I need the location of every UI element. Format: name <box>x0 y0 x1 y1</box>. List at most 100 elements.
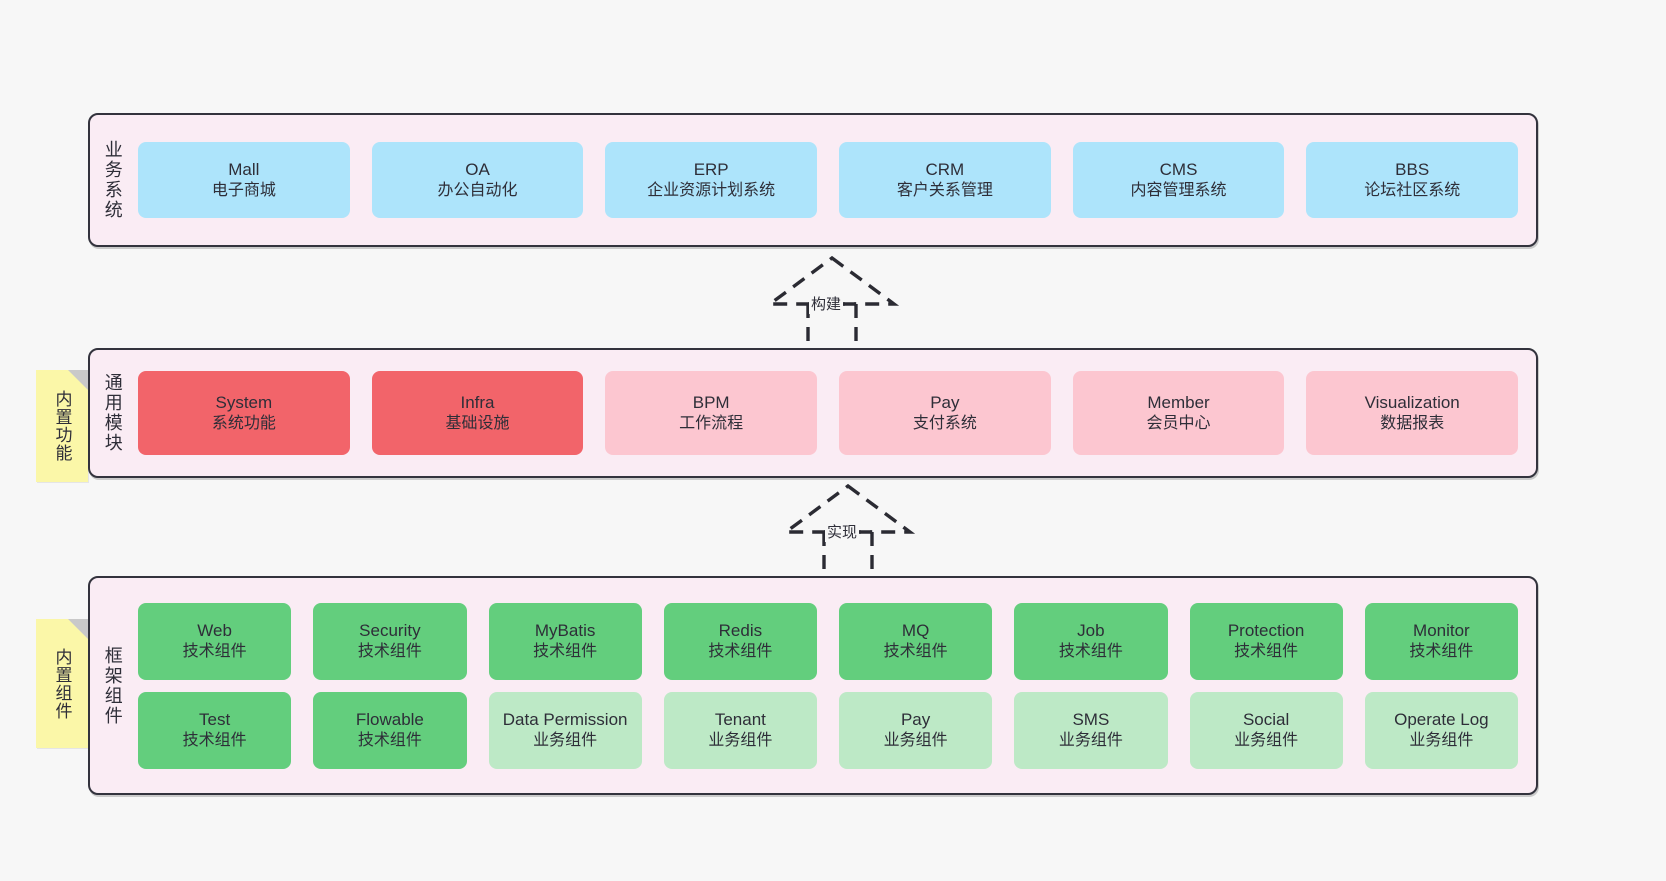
module-box-member[interactable]: Member 会员中心 <box>1072 371 1285 455</box>
module-subtitle: 技术组件 <box>182 642 247 660</box>
module-box-crm[interactable]: CRM 客户关系管理 <box>839 142 1051 218</box>
layer-title-framework-components: 框架组件 <box>102 645 123 726</box>
module-box-tenant[interactable]: Tenant 业务组件 <box>663 691 817 769</box>
module-name: System <box>215 392 273 412</box>
module-subtitle: 客户关系管理 <box>896 181 993 199</box>
module-subtitle: 技术组件 <box>883 642 948 660</box>
layer-body-framework-components: Web 技术组件 Security 技术组件 MyBatis 技术组件 Redi… <box>134 578 1536 793</box>
module-name: BBS <box>1395 159 1430 179</box>
layer-business-system: 业务系统 Mall 电子商城 OA 办公自动化 ERP 企业资源计划系统 CRM… <box>88 113 1538 247</box>
generalization-arrow-build: 构建 <box>742 252 922 348</box>
module-name: Protection <box>1227 620 1305 640</box>
module-name: Web <box>197 620 232 640</box>
module-name: Test <box>199 709 231 729</box>
module-name: Security <box>359 620 421 640</box>
module-box-visualization[interactable]: Visualization 数据报表 <box>1306 371 1519 455</box>
module-box-oa[interactable]: OA 办公自动化 <box>371 142 584 218</box>
module-name: Redis <box>718 620 763 640</box>
module-subtitle: 系统功能 <box>211 414 276 432</box>
module-box-pay-component[interactable]: Pay 业务组件 <box>839 691 993 769</box>
module-subtitle: 业务组件 <box>533 731 598 749</box>
layer-common-modules: 通用模块 System 系统功能 Infra 基础设施 BPM 工作流程 Pay… <box>88 348 1538 478</box>
module-box-cms[interactable]: CMS 内容管理系统 <box>1072 142 1285 218</box>
box-row: Web 技术组件 Security 技术组件 MyBatis 技术组件 Redi… <box>138 602 1518 680</box>
layer-body-business-system: Mall 电子商城 OA 办公自动化 ERP 企业资源计划系统 CRM 客户关系… <box>134 115 1536 245</box>
module-name: Visualization <box>1364 392 1460 412</box>
arrow-label-build: 构建 <box>809 293 844 314</box>
module-subtitle: 办公自动化 <box>437 181 518 199</box>
box-row: Test 技术组件 Flowable 技术组件 Data Permission … <box>138 691 1518 769</box>
module-name: Pay <box>900 709 931 729</box>
arrow-label-implement: 实现 <box>825 521 860 542</box>
module-box-redis[interactable]: Redis 技术组件 <box>663 602 817 680</box>
module-subtitle: 技术组件 <box>1058 642 1123 660</box>
module-box-monitor[interactable]: Monitor 技术组件 <box>1364 602 1518 680</box>
module-subtitle: 技术组件 <box>708 642 773 660</box>
module-box-flowable[interactable]: Flowable 技术组件 <box>313 691 467 769</box>
module-subtitle: 工作流程 <box>679 414 744 432</box>
layer-title-common-modules: 通用模块 <box>102 373 123 453</box>
generalization-arrow-implement: 实现 <box>758 480 938 576</box>
module-box-bbs[interactable]: BBS 论坛社区系统 <box>1306 142 1519 218</box>
module-box-operate-log[interactable]: Operate Log 业务组件 <box>1364 691 1518 769</box>
module-subtitle: 支付系统 <box>912 414 977 432</box>
module-name: Mall <box>228 159 260 179</box>
module-subtitle: 业务组件 <box>708 731 773 749</box>
module-name: CMS <box>1159 159 1198 179</box>
module-subtitle: 内容管理系统 <box>1130 181 1227 199</box>
module-name: MyBatis <box>534 620 596 640</box>
layer-body-common-modules: System 系统功能 Infra 基础设施 BPM 工作流程 Pay 支付系统… <box>134 350 1536 476</box>
module-box-security[interactable]: Security 技术组件 <box>313 602 467 680</box>
module-box-system[interactable]: System 系统功能 <box>138 371 350 455</box>
module-box-infra[interactable]: Infra 基础设施 <box>371 371 584 455</box>
sticky-note-builtin-features: 内置功能 <box>36 370 88 482</box>
module-name: Job <box>1077 620 1105 640</box>
module-box-sms[interactable]: SMS 业务组件 <box>1014 691 1168 769</box>
sticky-note-text: 内置功能 <box>52 390 72 462</box>
module-box-job[interactable]: Job 技术组件 <box>1014 602 1168 680</box>
module-name: MQ <box>901 620 930 640</box>
module-box-social[interactable]: Social 业务组件 <box>1189 691 1343 769</box>
module-name: SMS <box>1072 709 1110 729</box>
module-subtitle: 基础设施 <box>445 414 510 432</box>
module-subtitle: 企业资源计划系统 <box>647 181 776 199</box>
module-name: BPM <box>692 392 730 412</box>
module-subtitle: 技术组件 <box>357 642 422 660</box>
module-box-test[interactable]: Test 技术组件 <box>138 691 292 769</box>
module-name: CRM <box>925 159 965 179</box>
module-box-web[interactable]: Web 技术组件 <box>138 602 292 680</box>
module-box-mybatis[interactable]: MyBatis 技术组件 <box>488 602 642 680</box>
module-name: Operate Log <box>1394 709 1489 729</box>
module-name: OA <box>465 159 490 179</box>
module-box-mall[interactable]: Mall 电子商城 <box>138 142 350 218</box>
module-name: Member <box>1147 392 1210 412</box>
module-name: Data Permission <box>502 709 628 729</box>
module-subtitle: 论坛社区系统 <box>1364 181 1461 199</box>
module-subtitle: 数据报表 <box>1380 414 1445 432</box>
module-box-erp[interactable]: ERP 企业资源计划系统 <box>605 142 818 218</box>
module-subtitle: 业务组件 <box>1409 731 1474 749</box>
module-box-bpm[interactable]: BPM 工作流程 <box>605 371 818 455</box>
module-name: ERP <box>693 159 729 179</box>
module-name: Pay <box>930 392 960 412</box>
module-subtitle: 会员中心 <box>1146 414 1211 432</box>
module-name: Social <box>1242 709 1290 729</box>
module-name: Tenant <box>714 709 766 729</box>
sticky-note-builtin-components: 内置组件 <box>36 619 88 748</box>
module-box-pay[interactable]: Pay 支付系统 <box>839 371 1051 455</box>
box-row: Mall 电子商城 OA 办公自动化 ERP 企业资源计划系统 CRM 客户关系… <box>138 142 1519 218</box>
module-subtitle: 电子商城 <box>211 181 276 199</box>
layer-title-business-system: 业务系统 <box>102 140 123 220</box>
module-subtitle: 技术组件 <box>1409 642 1474 660</box>
module-subtitle: 技术组件 <box>1234 642 1299 660</box>
module-name: Monitor <box>1413 620 1470 640</box>
module-subtitle: 技术组件 <box>357 731 422 749</box>
module-name: Infra <box>460 392 495 412</box>
module-box-mq[interactable]: MQ 技术组件 <box>839 602 993 680</box>
module-subtitle: 技术组件 <box>182 731 247 749</box>
module-box-protection[interactable]: Protection 技术组件 <box>1189 602 1343 680</box>
module-box-data-permission[interactable]: Data Permission 业务组件 <box>488 691 642 769</box>
box-row: System 系统功能 Infra 基础设施 BPM 工作流程 Pay 支付系统… <box>138 371 1519 455</box>
module-name: Flowable <box>355 709 424 729</box>
